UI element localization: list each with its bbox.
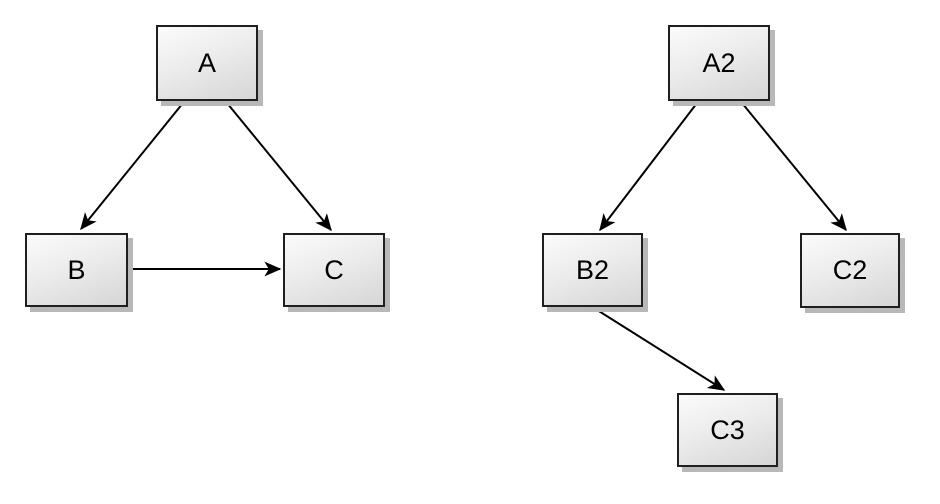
node-C2[interactable]: C2	[800, 233, 900, 308]
edge-A-C	[226, 102, 332, 232]
node-A2[interactable]: A2	[668, 25, 770, 101]
node-B2[interactable]: B2	[542, 233, 643, 307]
node-A[interactable]: A	[156, 25, 258, 101]
node-C[interactable]: C	[283, 233, 385, 307]
edge-A2-B2	[599, 102, 698, 232]
edge-B2-C3	[593, 307, 726, 391]
edge-A2-C2	[741, 102, 847, 232]
node-C3[interactable]: C3	[677, 393, 778, 467]
edge-A-B	[80, 102, 184, 231]
node-B[interactable]: B	[25, 233, 128, 307]
